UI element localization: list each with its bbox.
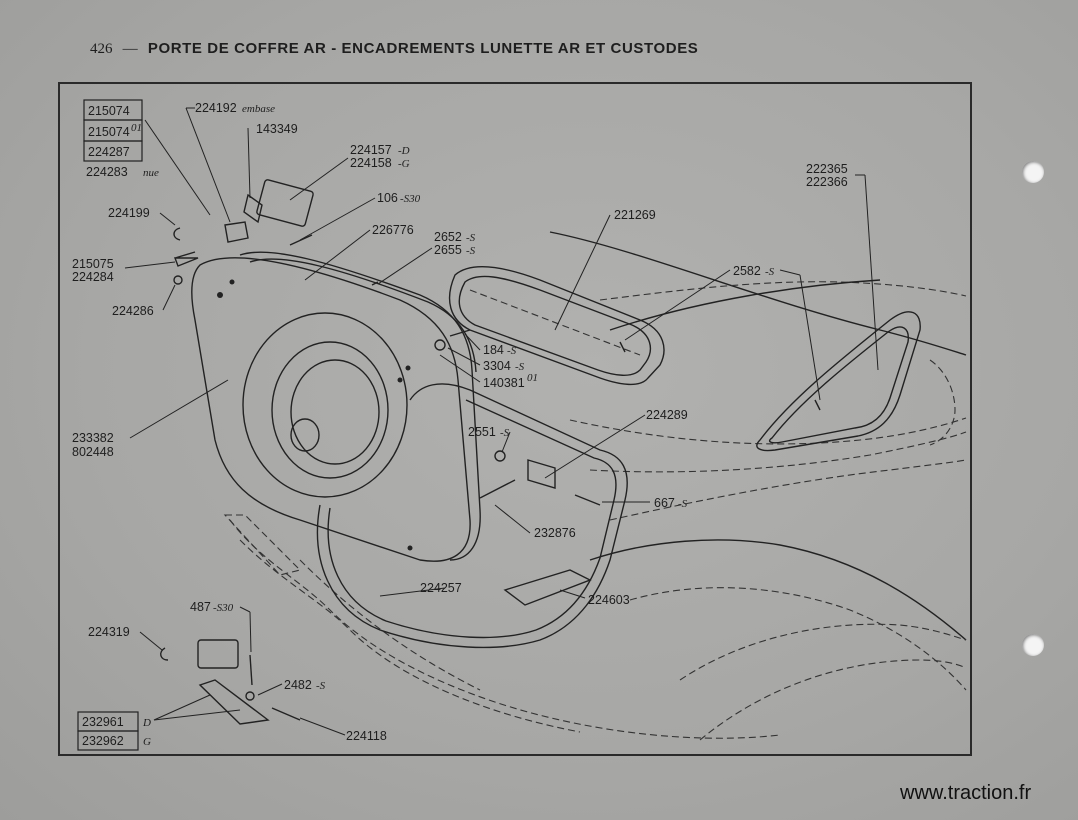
label-184-suffix: -S <box>507 345 517 357</box>
label-3304: 3304 <box>483 359 511 373</box>
label-222366: 222366 <box>806 175 848 189</box>
label-140381-sup: 01 <box>527 372 538 384</box>
label-2582: 2582 <box>733 264 761 278</box>
label-106-suffix: -S30 <box>400 193 421 205</box>
label-487: 487 <box>190 600 211 614</box>
part-box-group-top <box>83 99 143 162</box>
label-232962: 232962 <box>82 734 124 748</box>
label-2652-suffix: -S <box>466 232 476 244</box>
label-215074-01-sup: 01 <box>131 122 142 134</box>
label-2582-suffix: -S <box>765 266 775 278</box>
label-215074-01: 215074 <box>88 125 130 139</box>
label-487-suffix: -S30 <box>213 602 234 614</box>
label-224118: 224118 <box>346 729 387 743</box>
diagram-frame <box>58 82 972 756</box>
label-2655-suffix: -S <box>466 245 476 257</box>
label-140381: 140381 <box>483 376 525 390</box>
label-2652: 2652 <box>434 230 462 244</box>
label-667-suffix: -S <box>678 498 688 510</box>
label-232961: 232961 <box>82 715 124 729</box>
label-224157: 224157 <box>350 143 392 157</box>
trunk-opening-seal <box>316 383 628 649</box>
part-labels: 215074 215074 01 224287 224283 nue 22419… <box>72 101 848 748</box>
part-box-group-bottom <box>77 711 139 751</box>
label-224319: 224319 <box>88 625 130 639</box>
label-224286: 224286 <box>112 304 154 318</box>
page-title: PORTE DE COFFRE AR - ENCADREMENTS LUNETT… <box>147 40 699 57</box>
label-215075: 215075 <box>72 257 114 271</box>
watermark-link[interactable]: www.traction.fr <box>900 782 1032 804</box>
label-232961-side: D <box>142 717 151 729</box>
label-184: 184 <box>483 343 504 357</box>
car-body-outline <box>223 231 967 741</box>
label-232876: 232876 <box>534 526 576 540</box>
label-2551: 2551 <box>468 425 496 439</box>
page-number: 426 <box>90 41 113 57</box>
label-226776: 226776 <box>372 223 414 237</box>
label-667: 667 <box>654 496 675 510</box>
label-2551-suffix: -S <box>500 427 510 439</box>
label-215074: 215074 <box>88 104 130 118</box>
label-233382: 233382 <box>72 431 114 445</box>
label-2655: 2655 <box>434 243 462 257</box>
label-224283: 224283 <box>86 165 128 179</box>
label-224603: 224603 <box>588 593 630 607</box>
label-224157-side: -D <box>398 145 410 157</box>
label-224257: 224257 <box>420 581 462 595</box>
label-224192-note: embase <box>242 103 275 115</box>
label-224284: 224284 <box>72 270 114 284</box>
binder-hole-top <box>1022 161 1044 183</box>
label-106: 106 <box>377 191 398 205</box>
label-143349: 143349 <box>256 122 298 136</box>
label-2482: 2482 <box>284 678 312 692</box>
rear-window-frame <box>448 266 665 386</box>
label-224199: 224199 <box>108 206 150 220</box>
label-224289: 224289 <box>646 408 688 422</box>
leader-lines <box>124 107 879 736</box>
label-224287: 224287 <box>88 145 130 159</box>
label-222365: 222365 <box>806 162 848 176</box>
label-802448: 802448 <box>72 445 114 459</box>
trunk-door <box>191 251 481 562</box>
label-224158-side: -G <box>398 158 410 170</box>
quarter-window-frame <box>756 311 921 452</box>
header-dash: — <box>122 41 138 57</box>
label-232962-side: G <box>143 736 151 748</box>
label-224192: 224192 <box>195 101 237 115</box>
small-hardware-parts <box>160 179 821 725</box>
label-2482-suffix: -S <box>316 680 326 692</box>
label-224283-note: nue <box>143 167 159 179</box>
label-3304-suffix: -S <box>515 361 525 373</box>
page-header: 426 — PORTE DE COFFRE AR - ENCADREMENTS … <box>90 40 698 58</box>
label-224158: 224158 <box>350 156 392 170</box>
binder-hole-bottom <box>1022 634 1044 656</box>
label-221269: 221269 <box>614 208 656 222</box>
